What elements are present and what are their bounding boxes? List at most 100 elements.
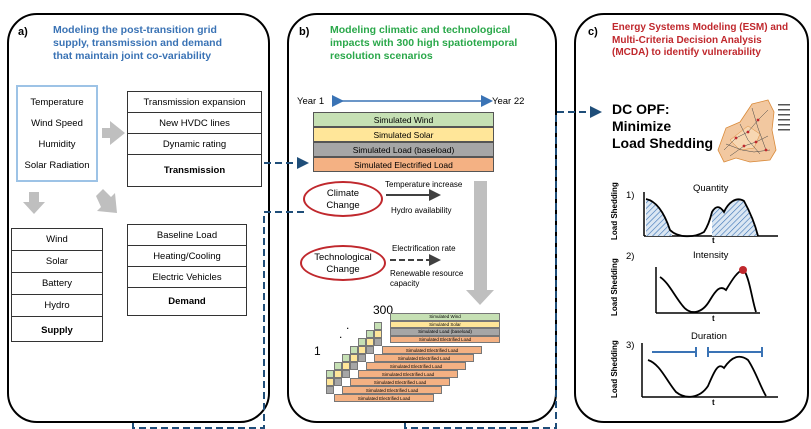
mini-stub: [342, 362, 350, 370]
panel-a-label: a): [18, 26, 28, 38]
layer-wind: Simulated Wind: [313, 112, 494, 127]
tech-change-label: Technological Change: [314, 252, 372, 275]
climate-factor: Hydro availability: [391, 206, 452, 215]
climate-var: Solar Radiation: [24, 160, 90, 171]
climate-var: Wind Speed: [31, 118, 83, 129]
mini-layer: Simulated Solar: [390, 320, 500, 328]
demand-item: Electric Vehicles: [128, 267, 246, 288]
climate-change-oval: Climate Change: [303, 181, 383, 217]
mini-stub: [334, 362, 342, 370]
climate-factor: Temperature increase: [385, 180, 463, 189]
transmission-item: Transmission expansion: [128, 92, 261, 113]
mini-stub: [374, 338, 382, 346]
mini-stub: [350, 354, 358, 362]
panel-a-title: Modeling the post-transition grid supply…: [53, 24, 223, 62]
supply-item: Battery: [12, 273, 102, 295]
tech-factor: Electrification rate: [392, 244, 456, 253]
mini-stub: [374, 330, 382, 338]
demand-item: Heating/Cooling: [128, 246, 246, 267]
mini-layer: Simulated Load (baseload): [390, 328, 500, 336]
mini-electrified-bar: Simulated Electrified Load: [358, 370, 458, 378]
year-end-label: Year 22: [492, 96, 525, 107]
year-start-label: Year 1: [297, 96, 325, 107]
arrow-right-gray: [102, 121, 125, 145]
mini-stub: [358, 354, 366, 362]
demand-label: Demand: [168, 296, 206, 307]
panel-c-title: Energy Systems Modeling (ESM) and Multi-…: [612, 22, 789, 58]
mini-stub: [326, 370, 334, 378]
mini-stub: [342, 370, 350, 378]
xlabel-duration: t: [712, 398, 715, 407]
panel-a: [7, 13, 270, 423]
dots: .: [339, 327, 343, 341]
mini-stub: [334, 378, 342, 386]
mini-electrified-bar: Simulated Electrified Load: [374, 354, 474, 362]
mini-stub: [358, 346, 366, 354]
panel-c-label: c): [588, 26, 598, 38]
layer-baseload: Simulated Load (baseload): [313, 142, 494, 157]
transmission-item: Dynamic rating: [128, 134, 261, 155]
connector-b-to-c: [404, 106, 602, 429]
big-gray-down-arrow: [466, 181, 494, 305]
supply-item: Solar: [12, 251, 102, 273]
supply-item: Hydro: [12, 295, 102, 317]
duration-plot: [641, 343, 778, 398]
panel-c: [574, 13, 809, 423]
transmission-label: Transmission: [163, 165, 226, 176]
mini-stub: [342, 354, 350, 362]
metric-name-intensity: Intensity: [693, 250, 729, 261]
xlabel-quantity: t: [712, 236, 715, 245]
tech-change-oval: Technological Change: [300, 245, 386, 281]
connector-a-to-b: [132, 211, 304, 429]
mini-stub: [366, 330, 374, 338]
arrow-down-gray: [23, 192, 45, 214]
dots: .: [346, 318, 350, 332]
demand-item: Baseline Load: [128, 225, 246, 246]
mini-stub: [374, 322, 382, 330]
transmission-item: New HVDC lines: [128, 113, 261, 134]
metric-number: 2): [626, 251, 635, 262]
mini-stub: [334, 370, 342, 378]
climate-var: Temperature: [30, 97, 84, 108]
transmission-stack: Transmission expansion New HVDC lines Dy…: [127, 91, 262, 187]
supply-stack: Wind Solar Battery Hydro Supply: [11, 228, 103, 342]
supply-item: Wind: [12, 229, 102, 251]
mini-stub: [326, 386, 334, 394]
arrow-diag-gray: [96, 189, 117, 213]
metric-name-duration: Duration: [691, 331, 727, 342]
mini-stub: [358, 338, 366, 346]
mini-layer: Simulated Wind: [390, 313, 500, 321]
metric-number: 1): [626, 190, 635, 201]
xlabel-intensity: t: [712, 314, 715, 323]
mini-electrified-bar: Simulated Electrified Load: [342, 386, 442, 394]
climate-var: Humidity: [38, 139, 76, 150]
metric-name-quantity: Quantity: [693, 183, 729, 194]
mini-layer: Simulated Electrified Load: [390, 335, 500, 343]
mini-stub: [350, 362, 358, 370]
mini-electrified-bar: Simulated Electrified Load: [382, 346, 482, 354]
climate-variables-box: Temperature Wind Speed Humidity Solar Ra…: [16, 85, 98, 182]
supply-label: Supply: [41, 324, 73, 336]
mini-electrified-bar: Simulated Electrified Load: [350, 378, 450, 386]
mini-stub: [350, 346, 358, 354]
objective-text: DC OPF: Minimize Load Shedding: [612, 101, 714, 151]
quantity-plot: [643, 192, 778, 238]
peak-marker: [739, 266, 747, 274]
mini-electrified-bar: Simulated Electrified Load: [334, 394, 434, 402]
intensity-plot: [655, 266, 760, 314]
panel-b-label: b): [299, 26, 310, 38]
mini-electrified-bar: Simulated Electrified Load: [366, 362, 466, 370]
scenario-count-300: 300: [373, 303, 394, 317]
metric-number: 3): [626, 340, 635, 351]
layer-solar: Simulated Solar: [313, 127, 494, 142]
climate-change-label: Climate Change: [326, 188, 360, 211]
mini-stub: [326, 378, 334, 386]
tech-factor: Renewable resource capacity: [390, 269, 464, 288]
panel-b-title: Modeling climatic and technological impa…: [330, 24, 518, 62]
demand-stack: Baseline Load Heating/Cooling Electric V…: [127, 224, 247, 316]
